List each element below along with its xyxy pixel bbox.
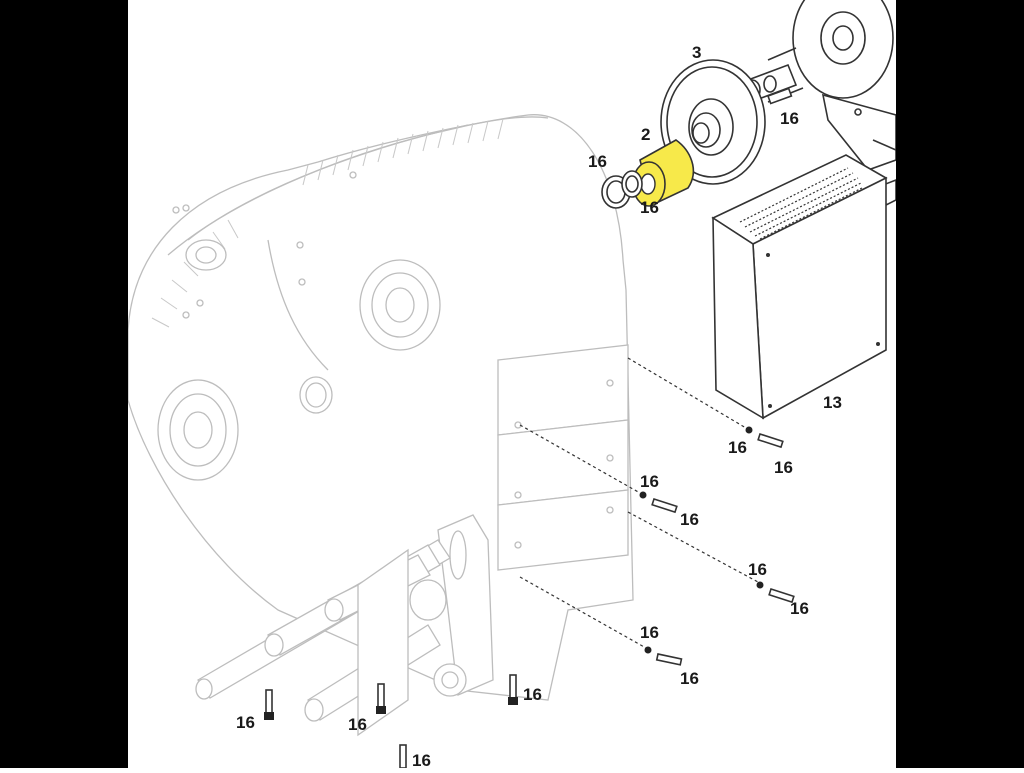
box-side (712, 216, 764, 420)
side-plate-lower (497, 489, 629, 571)
roller-frame (357, 548, 409, 737)
roller-assembly (195, 514, 494, 737)
callout-16-vertical-2: 16 (348, 715, 367, 734)
callout-16-plate-lower-a: 16 (640, 623, 659, 642)
bolt-plate-middle (756, 581, 795, 604)
left-letterbox (0, 0, 128, 768)
bolt-plate-upper (639, 491, 678, 514)
screws (264, 87, 795, 769)
callout-16-plate-upper-a: 16 (640, 472, 659, 491)
right-letterbox (896, 0, 1024, 768)
part-2-sleeve (632, 139, 694, 207)
gear-teeth (151, 118, 504, 328)
callout-16-plate-lower-b: 16 (680, 669, 699, 688)
retaining-rings (601, 170, 643, 209)
callout-16-vertical-3: 16 (523, 685, 542, 704)
callout-3: 3 (692, 43, 701, 62)
gear-housing (127, 114, 634, 701)
assembly-leader-lines (519, 357, 759, 649)
exploded-parts-diagram: 3 2 16 16 16 13 16 16 16 16 16 16 16 16 … (127, 0, 897, 770)
bolt-top-right (766, 87, 793, 105)
sleeve-bore (640, 173, 656, 195)
callout-16-plate-upper-b: 16 (680, 510, 699, 529)
callout-16-ring-inner: 16 (640, 198, 659, 217)
part-13-control-box (711, 154, 888, 420)
callout-labels: 3 2 16 16 16 13 16 16 16 16 16 16 16 16 … (236, 43, 842, 770)
bolt-vertical-4 (399, 744, 407, 769)
diagram-svg: 3 2 16 16 16 13 16 16 16 16 16 16 16 16 … (127, 0, 897, 770)
bolt-vertical-1 (264, 689, 274, 720)
callout-16-box-a: 16 (728, 438, 747, 457)
bolt-plate-lower (644, 646, 683, 666)
bolt-vertical-3 (508, 674, 518, 705)
callout-2: 2 (641, 125, 650, 144)
callout-16-box-b: 16 (774, 458, 793, 477)
callout-16-top-screw: 16 (780, 109, 799, 128)
callout-13: 13 (823, 393, 842, 412)
callout-16-ring-outer: 16 (588, 152, 607, 171)
callout-16-vertical-1: 16 (236, 713, 255, 732)
rear-pulley-disc (767, 0, 894, 103)
callout-16-plate-middle-b: 16 (790, 599, 809, 618)
callout-16-vertical-4: 16 (412, 751, 431, 768)
callout-16-plate-middle-a: 16 (748, 560, 767, 579)
bolt-13 (745, 426, 784, 449)
bolt-vertical-2 (376, 683, 386, 714)
box-vent-grille (739, 167, 863, 240)
